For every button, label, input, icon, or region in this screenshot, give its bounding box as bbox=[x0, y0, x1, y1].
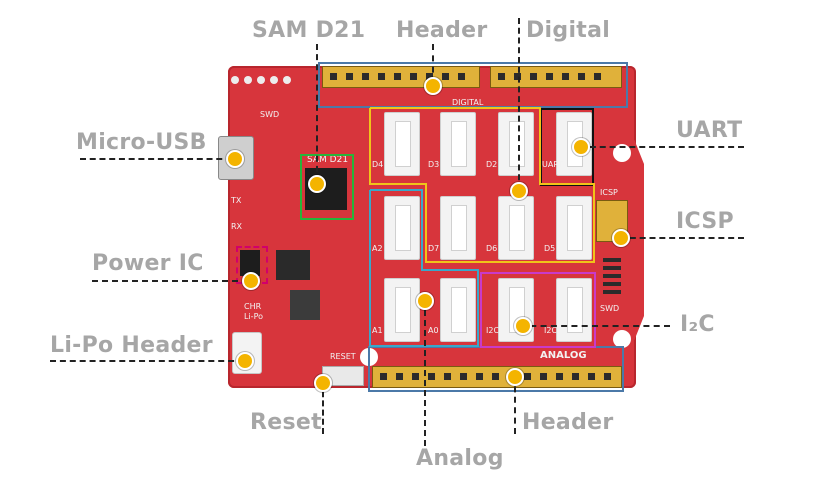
chip-name-silk: SAM D21 bbox=[307, 155, 349, 165]
leader-micro-usb bbox=[80, 158, 232, 160]
grove-d4 bbox=[384, 112, 420, 176]
leader-header-bottom bbox=[514, 376, 516, 434]
grove-d7 bbox=[440, 196, 476, 260]
header-top-right bbox=[490, 66, 622, 88]
grove-i2c-2 bbox=[556, 278, 592, 342]
grove-label: D5 bbox=[544, 244, 556, 253]
inductor bbox=[290, 290, 320, 320]
grove-label: I2C bbox=[544, 326, 558, 335]
grove-d6 bbox=[498, 196, 534, 260]
label-i2c: I₂C bbox=[680, 312, 715, 337]
callout-dot-analog bbox=[416, 292, 434, 310]
leader-uart bbox=[580, 146, 744, 148]
callout-dot-header-top bbox=[424, 77, 442, 95]
leader-lipo bbox=[50, 360, 244, 362]
header-top-highlight bbox=[318, 62, 628, 108]
silk-rx: RX bbox=[231, 222, 243, 231]
label-micro-usb: Micro-USB bbox=[76, 130, 207, 155]
leader-header-top bbox=[432, 44, 434, 84]
label-uart: UART bbox=[676, 118, 743, 143]
label-icsp: ICSP bbox=[676, 209, 734, 234]
leader-icsp bbox=[620, 237, 744, 239]
grove-label: D2 bbox=[486, 160, 498, 169]
sam-d21-highlight bbox=[300, 154, 354, 220]
callout-dot-power-ic bbox=[242, 272, 260, 290]
grove-label: D7 bbox=[428, 244, 440, 253]
leader-analog bbox=[424, 300, 426, 446]
leader-i2c bbox=[520, 325, 670, 327]
regulator-chip bbox=[276, 250, 310, 280]
grove-a2 bbox=[384, 196, 420, 260]
callout-dot-micro-usb bbox=[226, 150, 244, 168]
silk-tx: TX bbox=[231, 196, 242, 205]
header-bottom-highlight bbox=[368, 346, 624, 392]
label-lipo-header: Li-Po Header bbox=[50, 333, 213, 358]
callout-dot-sam-d21 bbox=[308, 175, 326, 193]
silk-chr: CHR bbox=[244, 302, 262, 311]
callout-dot-uart bbox=[572, 138, 590, 156]
label-analog: Analog bbox=[416, 446, 504, 471]
callout-dot-header-bottom bbox=[506, 368, 524, 386]
leader-reset bbox=[322, 382, 324, 434]
label-reset: Reset bbox=[250, 410, 322, 435]
grove-label: A0 bbox=[428, 326, 439, 335]
label-power-ic: Power IC bbox=[92, 251, 204, 276]
swd-right-pads bbox=[603, 258, 621, 294]
callout-dot-reset bbox=[314, 374, 332, 392]
label-digital: Digital bbox=[526, 18, 611, 43]
grove-label: D6 bbox=[486, 244, 498, 253]
mounting-hole bbox=[613, 144, 631, 162]
grove-a0 bbox=[440, 278, 476, 342]
silk-swd: SWD bbox=[260, 110, 280, 119]
callout-dot-digital bbox=[510, 182, 528, 200]
silk-digital: DIGITAL bbox=[452, 98, 484, 107]
grove-label: I2C bbox=[486, 326, 500, 335]
mounting-hole bbox=[613, 330, 631, 348]
grove-label: A2 bbox=[372, 244, 383, 253]
swd-right-silk: SWD bbox=[600, 304, 620, 313]
icsp-silk: ICSP bbox=[600, 188, 618, 197]
leader-sam-d21 bbox=[316, 44, 318, 182]
label-header-top: Header bbox=[396, 18, 488, 43]
grove-label: A1 bbox=[372, 326, 383, 335]
label-header-bottom: Header bbox=[522, 410, 614, 435]
grove-label: D3 bbox=[428, 160, 440, 169]
power-ic-chip bbox=[240, 250, 260, 276]
label-sam-d21: SAM D21 bbox=[252, 18, 366, 43]
leader-power-ic bbox=[92, 280, 248, 282]
callout-dot-lipo bbox=[236, 352, 254, 370]
grove-a1 bbox=[384, 278, 420, 342]
grove-d2 bbox=[498, 112, 534, 176]
leader-digital bbox=[518, 18, 520, 190]
silk-lipo: Li-Po bbox=[244, 312, 263, 321]
silk-reset: RESET bbox=[330, 352, 356, 361]
grove-d5 bbox=[556, 196, 592, 260]
grove-label: D4 bbox=[372, 160, 384, 169]
callout-dot-i2c bbox=[514, 317, 532, 335]
silk-analog: ANALOG bbox=[540, 350, 587, 361]
i2c-highlight bbox=[480, 272, 596, 348]
grove-d3 bbox=[440, 112, 476, 176]
callout-dot-icsp bbox=[612, 229, 630, 247]
